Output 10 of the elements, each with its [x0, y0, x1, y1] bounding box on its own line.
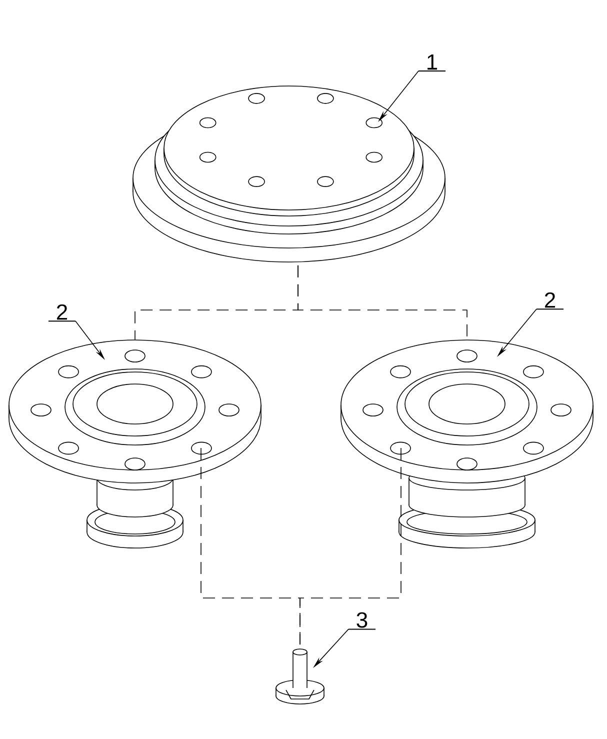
callout-number: 2 — [48, 304, 76, 322]
assembly-line — [300, 448, 402, 645]
cover-drawing — [132, 86, 446, 262]
callout-number: 3 — [348, 612, 376, 630]
assembly-line — [200, 448, 300, 645]
hub-drawing — [8, 340, 262, 548]
hub-drawing — [340, 340, 594, 548]
bolt-drawing — [276, 648, 324, 704]
callout-number: 2 — [536, 292, 564, 310]
callout-number: 1 — [418, 54, 446, 72]
